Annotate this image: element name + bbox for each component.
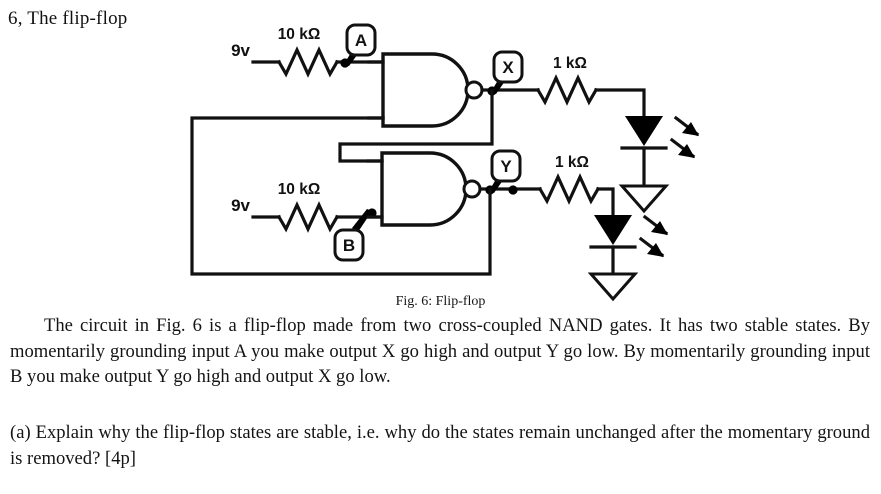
resistor-label-top-output: 1 kΩ: [553, 55, 587, 72]
nand-gate-bottom: [366, 151, 482, 227]
supply-label-top: 9v: [231, 41, 250, 60]
label-y-text: Y: [500, 157, 512, 176]
node-y-junction-2: [508, 185, 518, 195]
label-a-text: A: [355, 31, 367, 50]
label-b: B: [333, 228, 365, 262]
crosscoupling-x-to-lower-gate: [338, 89, 494, 163]
nand-gate-top: [367, 52, 484, 128]
output-branch-y: 1 kΩ: [537, 154, 615, 217]
led-bottom: [589, 214, 669, 276]
circuit-diagram: .w { stroke:#111; stroke-width:3.2; fill…: [190, 23, 700, 302]
page-title: 6, The flip-flop: [8, 8, 128, 29]
label-x-box: [492, 50, 524, 84]
resistor-label-bottom-output: 1 kΩ: [555, 154, 589, 171]
bottom-supply-branch: 9v 10 kΩ: [231, 181, 384, 233]
figure-caption: Fig. 6: Flip-flop: [395, 294, 486, 309]
label-y: Y: [490, 149, 522, 183]
label-y-box: [490, 149, 522, 183]
label-a: A: [345, 23, 377, 57]
label-b-text: B: [343, 236, 355, 255]
ground-symbol-bottom: [587, 272, 639, 302]
resistor-label-bottom-input: 10 kΩ: [278, 181, 321, 198]
led-top-emission-arrows: [669, 115, 700, 159]
supply-label-bottom: 9v: [231, 196, 250, 215]
label-x: X: [492, 50, 524, 84]
label-x-text: X: [502, 58, 514, 77]
body-paragraph-1-text: The circuit in Fig. 6 is a flip-flop mad…: [10, 315, 870, 388]
ground-symbol-top: [618, 184, 670, 214]
node-b-lead: [352, 209, 372, 232]
resistor-label-top-input: 10 kΩ: [278, 26, 321, 43]
label-b-box: [333, 228, 365, 262]
output-branch-x: 1 kΩ: [535, 55, 646, 118]
led-bottom-emission-arrows: [638, 214, 669, 258]
crosscoupling-y-to-upper-gate: [190, 116, 492, 276]
body-paragraph-1: The circuit in Fig. 6 is a flip-flop mad…: [10, 313, 870, 390]
label-a-box: [345, 23, 377, 57]
led-top: [620, 115, 700, 188]
body-paragraph-2: (a) Explain why the flip-flop states are…: [10, 422, 870, 469]
